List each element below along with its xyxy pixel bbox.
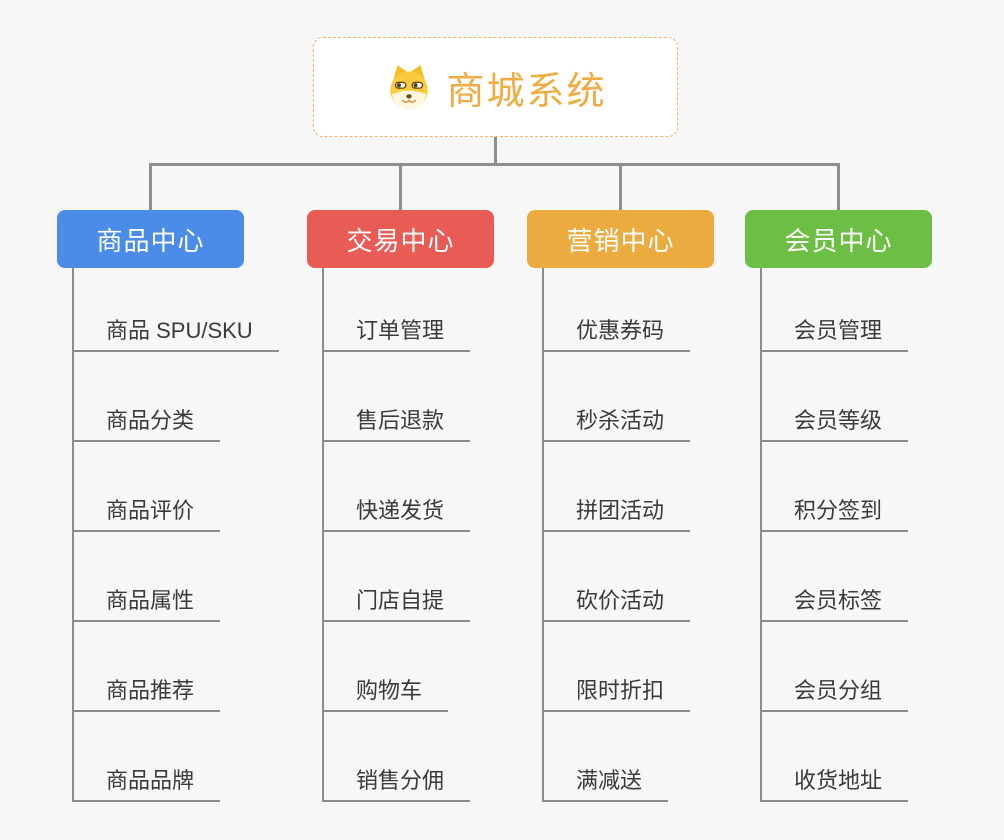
node-bargain[interactable]: 砍价活动: [542, 590, 691, 622]
node-member-management[interactable]: 会员管理: [760, 320, 909, 352]
connector-root-stem: [494, 137, 497, 164]
node-product-category[interactable]: 商品分类: [72, 410, 221, 442]
branch-member-center: 会员中心 会员管理 会员等级 积分签到 会员标签 会员分组 收货地址: [745, 210, 1004, 835]
node-member-level[interactable]: 会员等级: [760, 410, 909, 442]
branch-node-member-center[interactable]: 会员中心: [745, 210, 932, 268]
branch-spine: [542, 268, 544, 802]
node-product-brand[interactable]: 商品品牌: [72, 770, 221, 802]
node-group-buy[interactable]: 拼团活动: [542, 500, 691, 532]
branch-node-trade-center[interactable]: 交易中心: [307, 210, 494, 268]
node-sales-commission[interactable]: 销售分佣: [322, 770, 471, 802]
node-shipping-address[interactable]: 收货地址: [760, 770, 909, 802]
node-product-recommend[interactable]: 商品推荐: [72, 680, 221, 712]
node-points-checkin[interactable]: 积分签到: [760, 500, 909, 532]
branch-product-center: 商品中心 商品 SPU/SKU 商品分类 商品评价 商品属性 商品推荐 商品品牌: [57, 210, 317, 835]
node-store-pickup[interactable]: 门店自提: [322, 590, 471, 622]
node-member-tags[interactable]: 会员标签: [760, 590, 909, 622]
root-node-mall-system[interactable]: 商城系统: [313, 37, 678, 137]
branch-node-product-center[interactable]: 商品中心: [57, 210, 244, 268]
connector-drop-market: [619, 163, 622, 210]
node-product-review[interactable]: 商品评价: [72, 500, 221, 532]
node-express-delivery[interactable]: 快递发货: [322, 500, 471, 532]
branch-node-marketing-center[interactable]: 营销中心: [527, 210, 714, 268]
node-product-attribute[interactable]: 商品属性: [72, 590, 221, 622]
dog-face-icon: [390, 65, 429, 109]
node-after-sale-refund[interactable]: 售后退款: [322, 410, 471, 442]
node-coupon-code[interactable]: 优惠券码: [542, 320, 691, 352]
connector-drop-member: [837, 163, 840, 210]
connector-drop-product: [149, 163, 152, 210]
node-flash-sale[interactable]: 秒杀活动: [542, 410, 691, 442]
branch-marketing-center: 营销中心 优惠券码 秒杀活动 拼团活动 砍价活动 限时折扣 满减送: [527, 210, 787, 835]
branch-trade-center: 交易中心 订单管理 售后退款 快递发货 门店自提 购物车 销售分佣: [307, 210, 567, 835]
branch-spine: [322, 268, 324, 802]
connector-bus: [149, 163, 840, 166]
node-time-discount[interactable]: 限时折扣: [542, 680, 691, 712]
branch-spine: [72, 268, 74, 802]
node-product-spu-sku[interactable]: 商品 SPU/SKU: [72, 320, 279, 352]
node-member-groups[interactable]: 会员分组: [760, 680, 909, 712]
connector-drop-trade: [399, 163, 402, 210]
node-full-reduction[interactable]: 满减送: [542, 770, 669, 802]
node-shopping-cart[interactable]: 购物车: [322, 680, 449, 712]
node-order-management[interactable]: 订单管理: [322, 320, 471, 352]
branch-spine: [760, 268, 762, 802]
root-title: 商城系统: [446, 70, 607, 113]
